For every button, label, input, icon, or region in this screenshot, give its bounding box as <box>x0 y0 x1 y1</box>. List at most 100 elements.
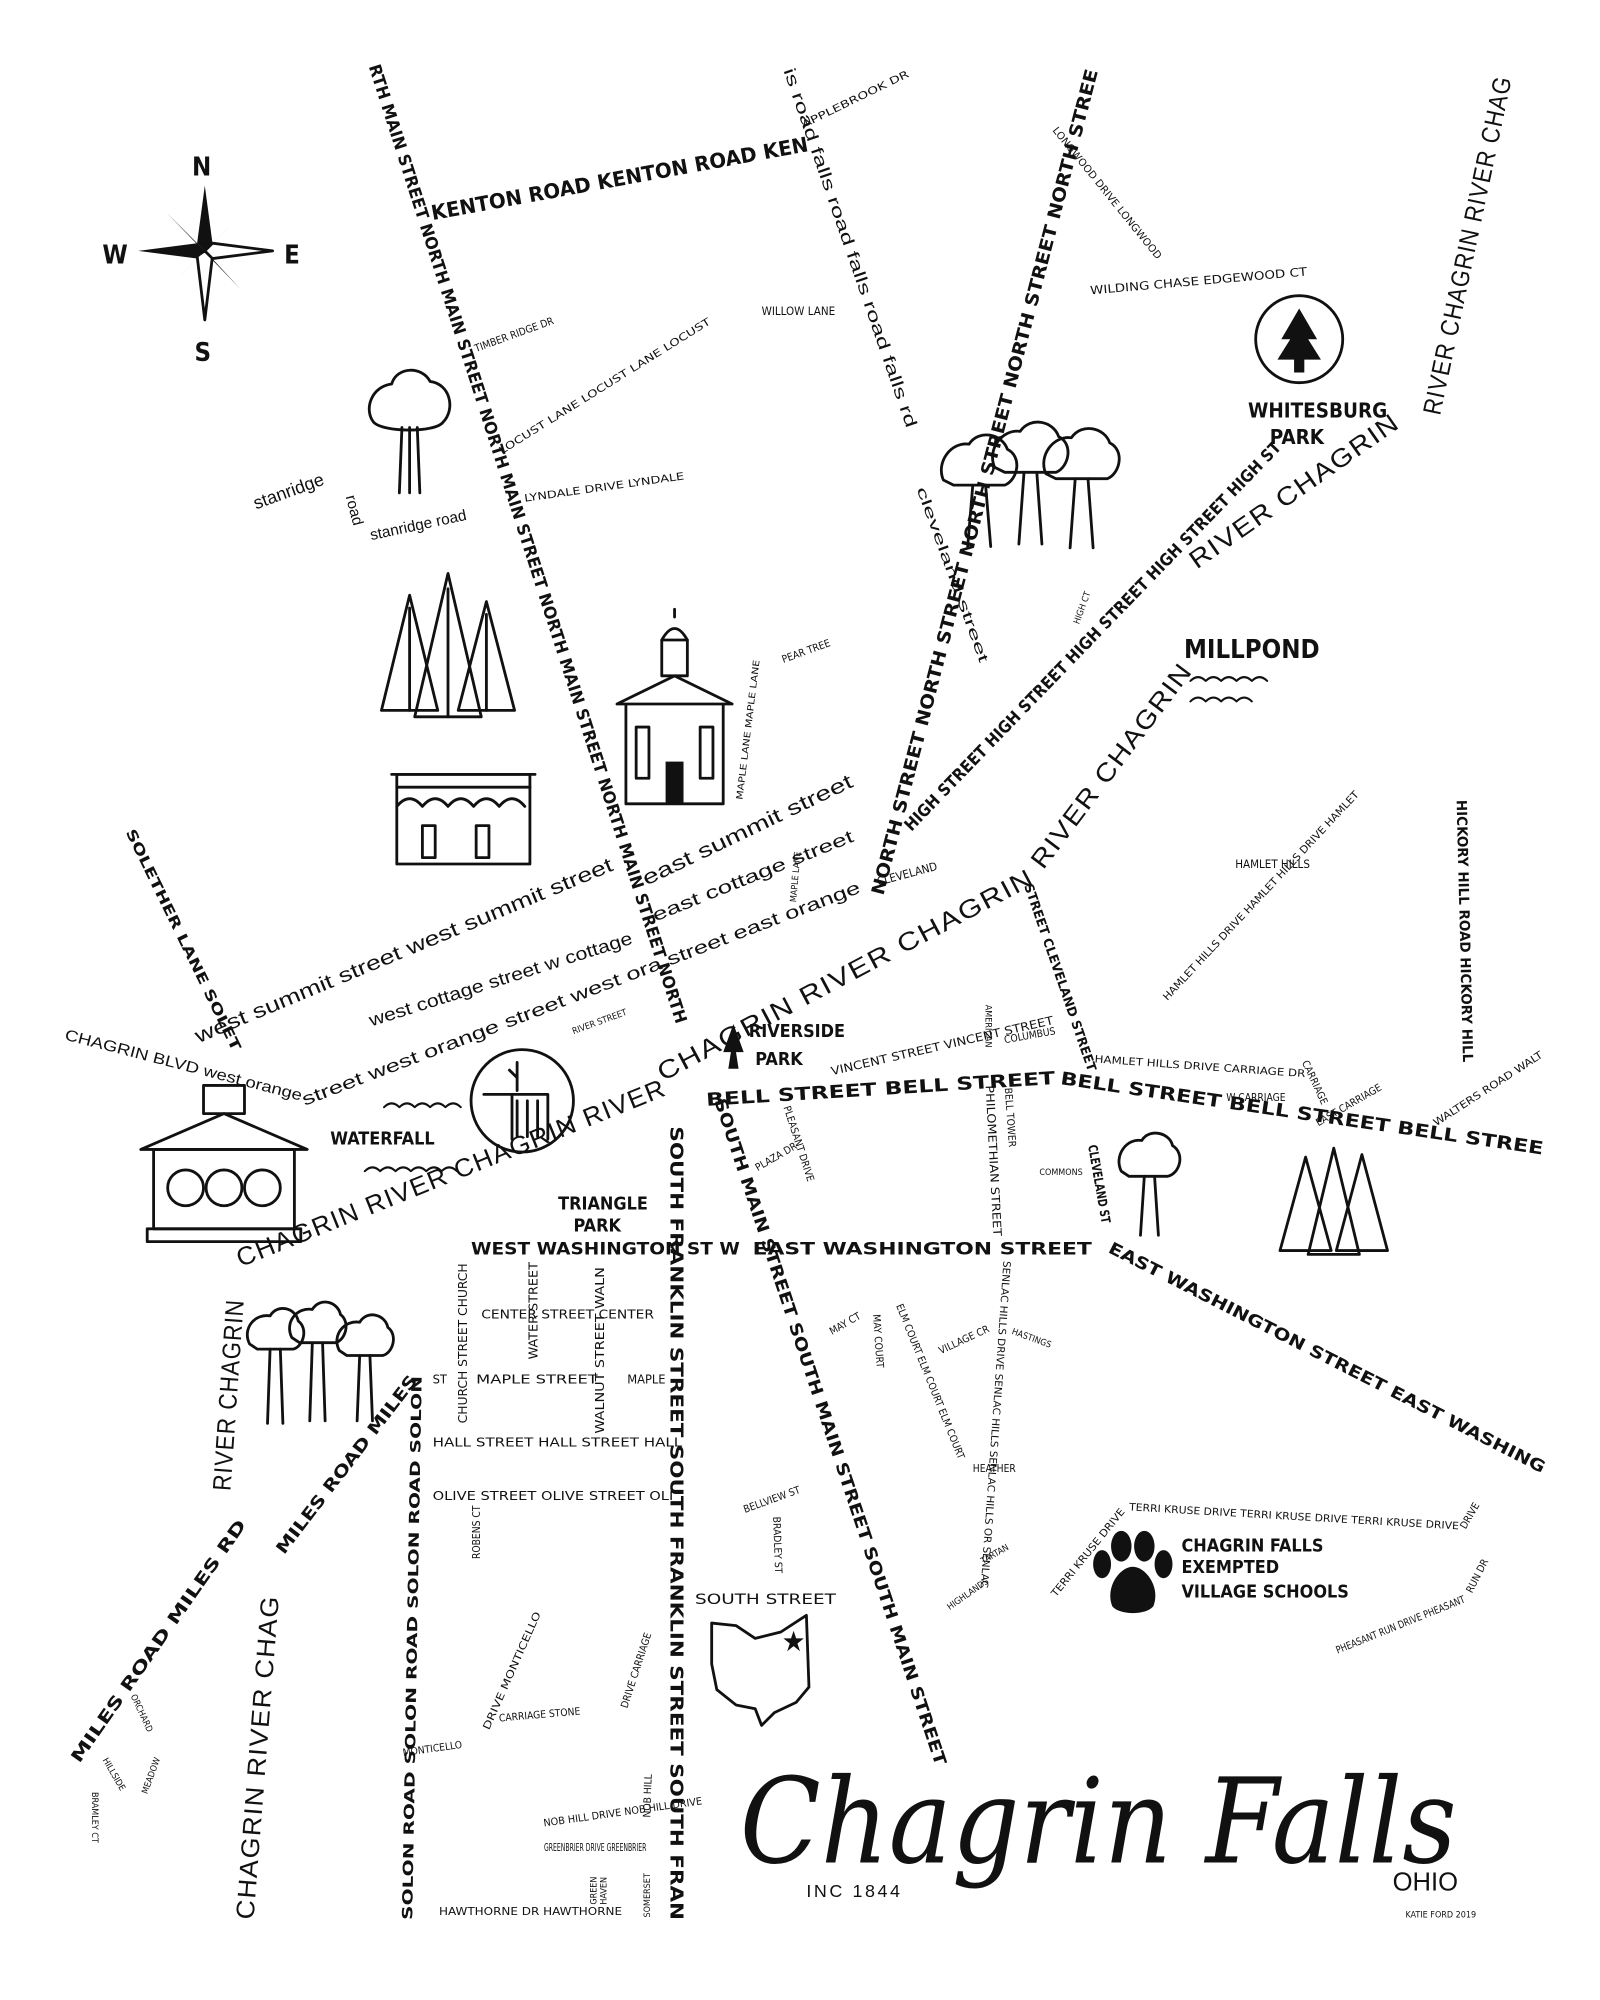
street-may-court: MAY COURT <box>870 1314 886 1369</box>
street-maple-lane-2: MAPLE LANE <box>789 851 803 902</box>
compass-rose-icon: N W E S <box>102 152 299 368</box>
street-carriage: CARRIAGE <box>1299 1059 1330 1107</box>
street-nob-hill: NOB HILL <box>641 1773 655 1818</box>
street-hamlet-hills-drive: HAMLET HILLS DRIVE HAMLET HILLS DRIVE HA… <box>1161 789 1362 1003</box>
street-walters-road: WALTERS ROAD WALT <box>1431 1049 1545 1129</box>
street-hillside: HILLSIDE <box>100 1757 127 1793</box>
street-center: CENTER STREET CENTER <box>481 1307 654 1322</box>
street-hastings: HASTINGS <box>1010 1327 1052 1351</box>
schools-label: CHAGRIN FALLS <box>1181 1535 1323 1556</box>
pine-trees-icon-east <box>1278 1146 1389 1256</box>
street-pheasant-run: PHEASANT RUN DRIVE PHEASANT <box>1334 1594 1467 1657</box>
street-east-washington-2: EAST WASHINGTON STREET EAST WASHING <box>1105 1238 1548 1476</box>
street-philomethian: PHILOMETHIAN STREET <box>983 1085 1005 1237</box>
street-green-haven: GREEN <box>589 1877 599 1905</box>
compass-south: S <box>195 338 212 368</box>
waterfall-icon <box>469 1048 575 1154</box>
street-senlac-hills: SENLAC HILLS DRIVE SENLAC HILLS SENLAC H… <box>978 1261 1013 1589</box>
whitesburg-park-label: WHITESBURG <box>1248 398 1387 422</box>
compass-north: N <box>192 152 211 182</box>
street-hickory-hill: HICKORY HILL ROAD HICKORY HILL <box>1453 800 1475 1063</box>
gazebo-icon <box>139 1084 309 1244</box>
street-willow-lane: WILLOW LANE <box>762 304 836 318</box>
street-north-street: NORTH STREET NORTH STREET NORTH STREET N… <box>868 67 1103 897</box>
street-pear-tree: PEAR TREE <box>780 637 832 666</box>
street-hall: HALL STREET HALL STREET HALL <box>433 1435 683 1450</box>
riverside-park-label: RIVERSIDE <box>749 1021 845 1042</box>
ohio-outline-icon <box>710 1613 811 1727</box>
street-maple-street: MAPLE STREET <box>476 1373 599 1388</box>
street-lyndale: LYNDALE DRIVE LYNDALE <box>524 470 686 504</box>
street-terri-kruse: DRIVE <box>1458 1500 1483 1531</box>
street-village-cr: VILLAGE CR <box>937 1323 992 1357</box>
storefront-icon <box>390 772 537 866</box>
compass-west: W <box>102 241 127 271</box>
street-water: WATER STREET <box>527 1261 542 1359</box>
street-south-main: SOUTH MAIN STREET SOUTH MAIN STREET SOUT… <box>710 1096 950 1769</box>
street-bell-street: BELL STREET BELL STREET BELL STREE <box>1059 1068 1545 1159</box>
riverside-park-label: PARK <box>755 1049 803 1070</box>
street-meadow: MEADOW <box>141 1756 163 1795</box>
tree-icon-bell <box>1117 1131 1182 1237</box>
street-cleveland-street: STREET CLEVELAND STREET <box>1020 882 1098 1073</box>
water-waves-icon <box>363 676 1269 1173</box>
compass-east: E <box>284 241 300 271</box>
street-greenbrier: GREENBRIER DRIVE GREENBRIER <box>544 1842 647 1854</box>
street-somerset: SOMERSET <box>643 1873 653 1917</box>
street-hamlet-hills-drive-carriage: HAMLET HILLS DRIVE CARRIAGE DR <box>1094 1053 1306 1080</box>
street-wilding-chase: WILDING CHASE EDGEWOOD CT <box>1090 264 1309 297</box>
street-commons: COMMONS <box>1039 1168 1082 1178</box>
incorporated-label: INC 1844 <box>806 1881 902 1901</box>
street-olive: OLIVE STREET OLIVE STREET OLI <box>433 1489 674 1504</box>
street-elm-court: ELM COURT ELM COURT ELM COURT <box>893 1302 967 1461</box>
street-green-haven: HAVEN <box>600 1877 610 1905</box>
triangle-park-label: TRIANGLE <box>558 1194 648 1215</box>
street-american: AMERICAN <box>983 1005 993 1048</box>
street-timber-ridge: TIMBER RIDGE DR <box>472 315 556 355</box>
street-highlands: HIGHLANDS <box>946 1577 991 1613</box>
street-maple: MAPLE <box>627 1373 665 1388</box>
state-label: OHIO <box>1393 1869 1458 1897</box>
street-st: ST <box>433 1373 448 1388</box>
street-south-franklin: SOUTH FRANKLIN STREET SOUTH FRANKLIN STR… <box>666 1126 687 1920</box>
street-bradley: BRADLEY ST <box>770 1516 784 1573</box>
street-walnut: WALNUT STREET WALN <box>593 1267 608 1433</box>
triangle-park-label: PARK <box>573 1215 621 1236</box>
street-pheasant-run: RUN DR <box>1464 1557 1492 1595</box>
millpond-label: MILLPOND <box>1184 635 1320 665</box>
whitesburg-park-icon <box>1254 294 1345 385</box>
street-may-ct: MAY CT <box>828 1310 864 1338</box>
artist-signature: KATIE FORD 2019 <box>1405 1910 1476 1920</box>
street-bellview: BELLVIEW ST <box>742 1484 802 1516</box>
street-orchard: ORCHARD <box>128 1693 154 1734</box>
map-title: Chagrin Falls <box>740 1753 1457 1890</box>
river-label: RIVER CHAGRIN RIVER CHAG <box>1418 73 1517 417</box>
street-orange: street west orange street west ora stree… <box>299 877 863 1109</box>
street-bell-tower: BELL TOWER <box>1002 1087 1018 1148</box>
street-vincent: VINCENT STREET VINCENT STREET <box>830 1013 1056 1078</box>
street-hamlet-hills: HAMLET HILLS <box>1235 857 1310 871</box>
street-locust-lane: LOCUST LANE LOCUST LANE LOCUST <box>497 316 713 457</box>
street-east-cottage: east cottage street <box>649 826 856 925</box>
street-miles-road: MILES ROAD MILES <box>272 1371 421 1557</box>
street-cleveland-st: CLEVELAND ST <box>1084 1144 1113 1225</box>
street-chagrin-blvd: CHAGRIN BLVD west orange <box>63 1027 304 1105</box>
schools-label: EXEMPTED <box>1181 1557 1279 1578</box>
river-label: RIVER CHAGRIN <box>208 1298 249 1491</box>
whitesburg-park-label: PARK <box>1270 425 1325 449</box>
church-icon <box>615 607 734 806</box>
trees-group-icon-lower <box>245 1300 395 1425</box>
street-terri-kruse: TERRI KRUSE DRIVE TERRI KRUSE DRIVE TERR… <box>1128 1501 1460 1532</box>
street-miles-road: MILES ROAD MILES RD <box>67 1516 250 1766</box>
street-drive-carriage: DRIVE CARRIAGE <box>619 1631 655 1710</box>
paw-print-icon <box>1093 1530 1173 1614</box>
river-label: CHAGRIN RIVER CHAG <box>232 1594 285 1920</box>
street-south-street: SOUTH STREET <box>695 1592 836 1608</box>
street-stanridge-road: stanridge road <box>368 507 468 544</box>
street-bramley-ct: BRAMLEY CT <box>89 1792 99 1843</box>
riverside-tree-icon <box>723 1024 744 1069</box>
street-hawthorne: HAWTHORNE DR HAWTHORNE <box>439 1906 622 1918</box>
street-high-ct: HIGH CT <box>1072 590 1093 625</box>
street-west-washington: WEST WASHINGTON ST W <box>471 1239 740 1258</box>
